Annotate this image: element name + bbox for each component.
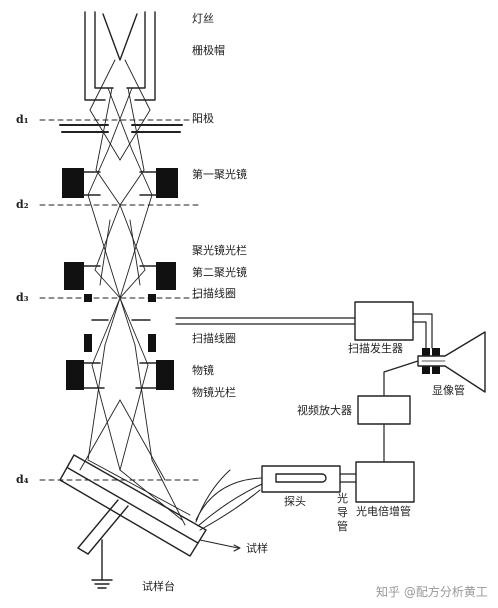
crt-coils — [422, 348, 440, 374]
specimen-plate — [59, 454, 207, 557]
scan-generator-box — [354, 301, 414, 341]
anode-plates — [59, 124, 183, 133]
label-specimen: 试样 — [246, 542, 268, 555]
crt-tube — [417, 331, 486, 393]
filament-assembly — [84, 11, 156, 101]
label-condenser-aperture: 聚光镜光栏 — [192, 244, 247, 257]
first-condenser-lens — [62, 168, 178, 198]
watermark: 知乎 @配方分析黄工 — [376, 585, 488, 599]
second-condenser-lens — [64, 262, 176, 290]
scan-coil-upper — [84, 294, 156, 302]
label-second-condenser: 第二聚光镜 — [192, 266, 247, 279]
label-pmt: 光电倍增管 — [356, 505, 411, 518]
pmt-box — [355, 461, 415, 503]
specimen-stage — [77, 499, 129, 589]
crossover-levels — [39, 119, 201, 481]
label-scan-coil-lower: 扫描线圈 — [192, 332, 236, 345]
label-d2: d₂ — [16, 198, 29, 211]
scan-wire — [175, 317, 356, 325]
label-d3: d₃ — [16, 291, 29, 304]
label-d4: d₄ — [16, 473, 29, 486]
label-objective-aperture: 物镜光栏 — [192, 386, 236, 399]
label-crt: 显像管 — [432, 384, 465, 397]
objective-lens — [66, 360, 174, 390]
label-first-condenser: 第一聚光镜 — [192, 168, 247, 181]
label-objective: 物镜 — [192, 364, 214, 377]
video-amp-box — [357, 395, 411, 425]
scan-coil-lower — [84, 334, 156, 352]
label-stage: 试样台 — [142, 580, 175, 593]
label-grid-cap: 栅极帽 — [192, 44, 225, 57]
label-scan-coil-upper: 扫描线圈 — [192, 287, 236, 300]
label-d1: d₁ — [16, 113, 29, 126]
label-filament: 灯丝 — [192, 12, 214, 25]
electron-beam-rays — [79, 59, 191, 526]
detector-tube — [261, 465, 341, 493]
label-anode: 阳极 — [192, 112, 214, 125]
label-scan-generator: 扫描发生器 — [348, 342, 403, 355]
secondary-electron-paths — [195, 469, 263, 531]
label-video-amp: 视频放大器 — [297, 404, 352, 417]
label-light-guide: 光导管 — [337, 492, 348, 533]
label-detector: 探头 — [284, 495, 306, 508]
